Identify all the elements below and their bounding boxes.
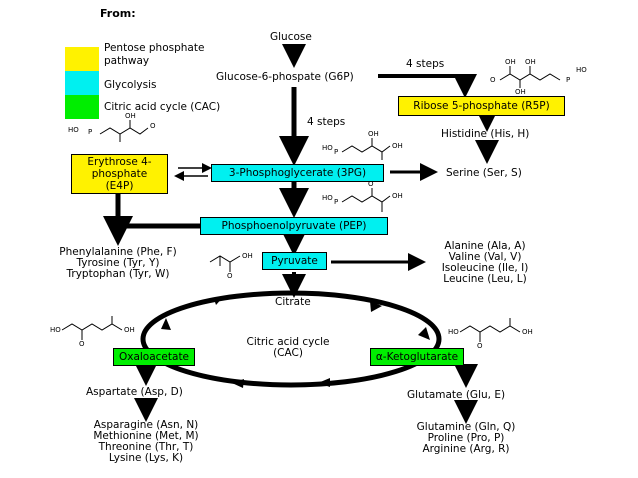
node-pep: Phosphoenolpyruvate (PEP) [200, 217, 388, 235]
oxaloacetate-oh: OH [124, 326, 135, 334]
akg-structure-icon [459, 325, 521, 333]
pyr-product-4: Leucine (Leu, L) [443, 273, 527, 285]
asp-product-1: Asparagine (Asn, N) [93, 419, 199, 431]
glu-product-1: Glutamine (Gln, Q) [416, 421, 516, 433]
node-g6p: Glucose-6-phospate (G6P) [216, 71, 354, 83]
e4p-structure-icon [99, 127, 149, 135]
cac-label-2: (CAC) [273, 347, 303, 359]
legend-swatch-glycolysis [65, 71, 99, 95]
r5p-p: P [566, 76, 571, 84]
legend-label-pentose-2: pathway [104, 55, 150, 67]
e4p-line2: phosphate [91, 168, 148, 180]
e4p-p: P [88, 128, 93, 136]
node-3pg: 3-Phosphoglycerate (3PG) [211, 164, 384, 182]
legend-label-pentose-1: Pentose phosphate [104, 42, 205, 54]
oxaloacetate-structure-icon [61, 323, 123, 331]
r5p-ho: HO [576, 66, 587, 74]
node-pyruvate: Pyruvate [262, 252, 327, 270]
node-oxaloacetate: Oxaloacetate [113, 348, 195, 366]
pep-ho: HO [322, 194, 333, 202]
node-r5p: Ribose 5-phosphate (R5P) [398, 96, 565, 116]
aromatic-2: Tyrosine (Tyr, Y) [76, 257, 160, 269]
glu-product-3: Arginine (Arg, R) [422, 443, 510, 455]
node-citrate: Citrate [275, 296, 311, 308]
aromatic-3: Tryptophan (Tyr, W) [66, 268, 170, 280]
pyruvate-oh: OH [242, 252, 253, 260]
r5p-oh-2: OH [525, 58, 536, 66]
oxaloacetate-ho: HO [50, 326, 61, 334]
pyr-product-1: Alanine (Ala, A) [444, 240, 526, 252]
legend-swatch-pentose [65, 47, 99, 71]
pg3-structure-icon [341, 145, 391, 153]
akg-o: O [477, 342, 483, 350]
e4p-ho: HO [68, 126, 79, 134]
node-glutamate: Glutamate (Glu, E) [407, 389, 506, 401]
node-e4p: Erythrose 4- phosphate (E4P) [71, 154, 168, 194]
akg-ho: HO [448, 328, 459, 336]
asp-product-2: Methionine (Met, M) [93, 430, 199, 442]
label-4-steps-right: 4 steps [406, 58, 445, 70]
legend-swatch-cac [65, 95, 99, 119]
glu-product-2: Proline (Pro, P) [427, 432, 505, 444]
pep-structure-icon [341, 195, 391, 203]
e4p-line3: (E4P) [105, 180, 134, 192]
legend-label-cac: Citric acid cycle (CAC) [104, 101, 221, 113]
aromatic-1: Phenylalanine (Phe, F) [59, 246, 177, 258]
asp-product-3: Threonine (Thr, T) [98, 441, 194, 453]
oxaloacetate-o: O [79, 340, 85, 348]
node-akg: α-Ketoglutarate [370, 348, 464, 366]
cac-label-1: Citric acid cycle [246, 336, 330, 348]
pep-o: O [368, 180, 374, 188]
node-aspartate: Aspartate (Asp, D) [86, 386, 183, 398]
pyr-product-3: Isoleucine (Ile, I) [441, 262, 529, 274]
e4p-line1: Erythrose 4- [87, 156, 152, 168]
akg-oh: OH [522, 328, 533, 336]
r5p-o: O [490, 76, 496, 84]
legend-title: From: [100, 7, 136, 20]
label-4-steps-down: 4 steps [307, 116, 346, 128]
legend-label-glycolysis: Glycolysis [104, 79, 157, 91]
pg3-oh-1: OH [368, 130, 379, 138]
r5p-oh-3: OH [515, 88, 526, 96]
pg3-oh-2: OH [392, 142, 403, 150]
pyruvate-structure-icon [209, 255, 241, 263]
node-serine: Serine (Ser, S) [446, 167, 522, 179]
r5p-structure-icon [499, 73, 561, 81]
e4p-oh: OH [125, 112, 136, 120]
pyr-product-2: Valine (Val, V) [448, 251, 522, 263]
node-glucose: Glucose [270, 31, 312, 43]
r5p-oh-1: OH [505, 58, 516, 66]
pg3-ho: HO [322, 144, 333, 152]
pep-p: P [334, 198, 339, 206]
pg3-p: P [334, 148, 339, 156]
asp-product-4: Lysine (Lys, K) [108, 452, 184, 464]
e4p-o: O [150, 122, 156, 130]
pyruvate-o: O [227, 272, 233, 280]
pep-oh: OH [392, 192, 403, 200]
node-histidine: Histidine (His, H) [441, 128, 530, 140]
